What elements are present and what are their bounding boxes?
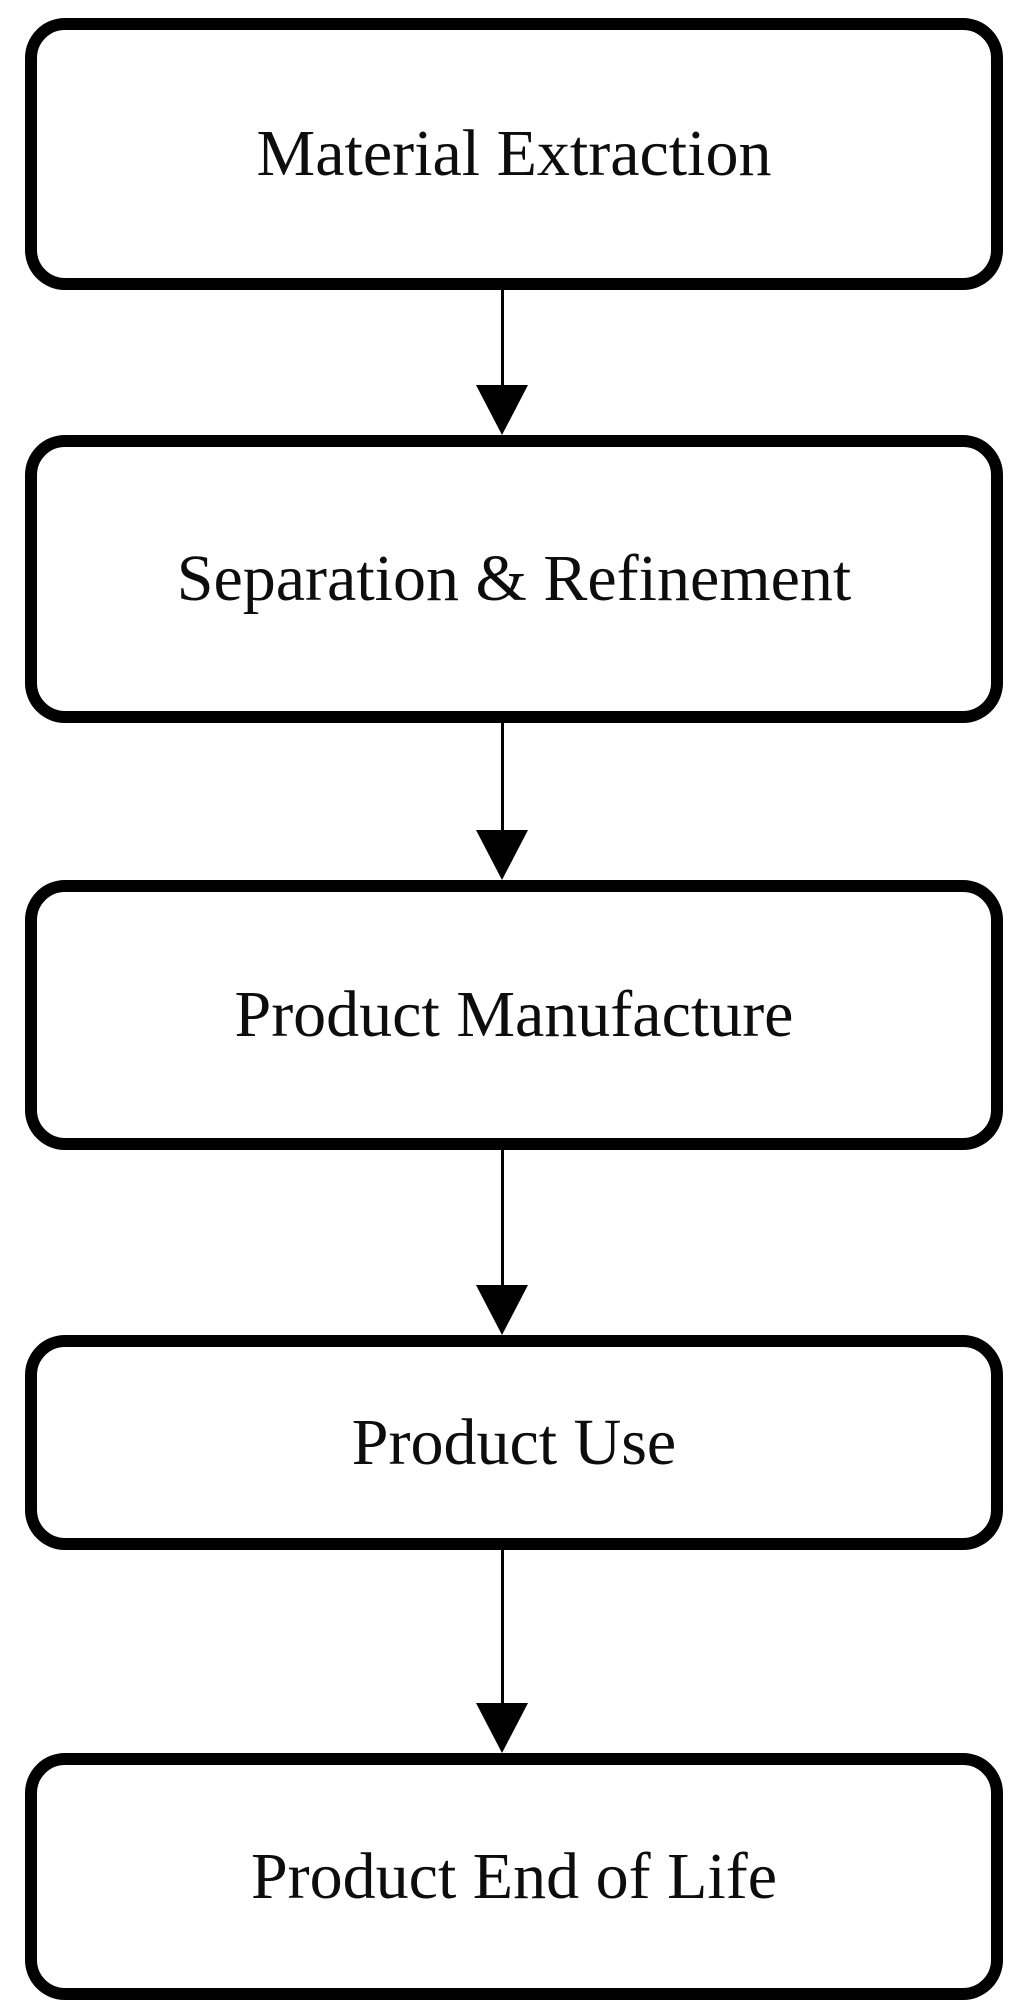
arrow-line: [500, 1550, 504, 1703]
flow-arrow-4: [476, 1550, 528, 1753]
flow-arrow-1: [476, 290, 528, 435]
flowchart-node-material-extraction: Material Extraction: [25, 18, 1003, 290]
flowchart-node-product-manufacture: Product Manufacture: [25, 880, 1003, 1150]
node-label-separation-refinement: Separation & Refinement: [176, 542, 852, 615]
arrow-down-icon: [476, 1285, 528, 1335]
flow-arrow-2: [476, 723, 528, 880]
node-label-product-end-of-life: Product End of Life: [250, 1839, 778, 1913]
node-label-product-manufacture: Product Manufacture: [234, 978, 794, 1051]
arrow-line: [500, 290, 504, 385]
node-label-product-use: Product Use: [351, 1405, 677, 1479]
flowchart-node-product-end-of-life: Product End of Life: [25, 1753, 1003, 2000]
flow-arrow-3: [476, 1150, 528, 1335]
arrow-down-icon: [476, 385, 528, 435]
flowchart-node-product-use: Product Use: [25, 1335, 1003, 1550]
arrow-line: [500, 723, 504, 830]
arrow-down-icon: [476, 1703, 528, 1753]
arrow-line: [500, 1150, 504, 1285]
node-label-material-extraction: Material Extraction: [256, 117, 772, 190]
arrow-down-icon: [476, 830, 528, 880]
flowchart-node-separation-refinement: Separation & Refinement: [25, 435, 1003, 723]
